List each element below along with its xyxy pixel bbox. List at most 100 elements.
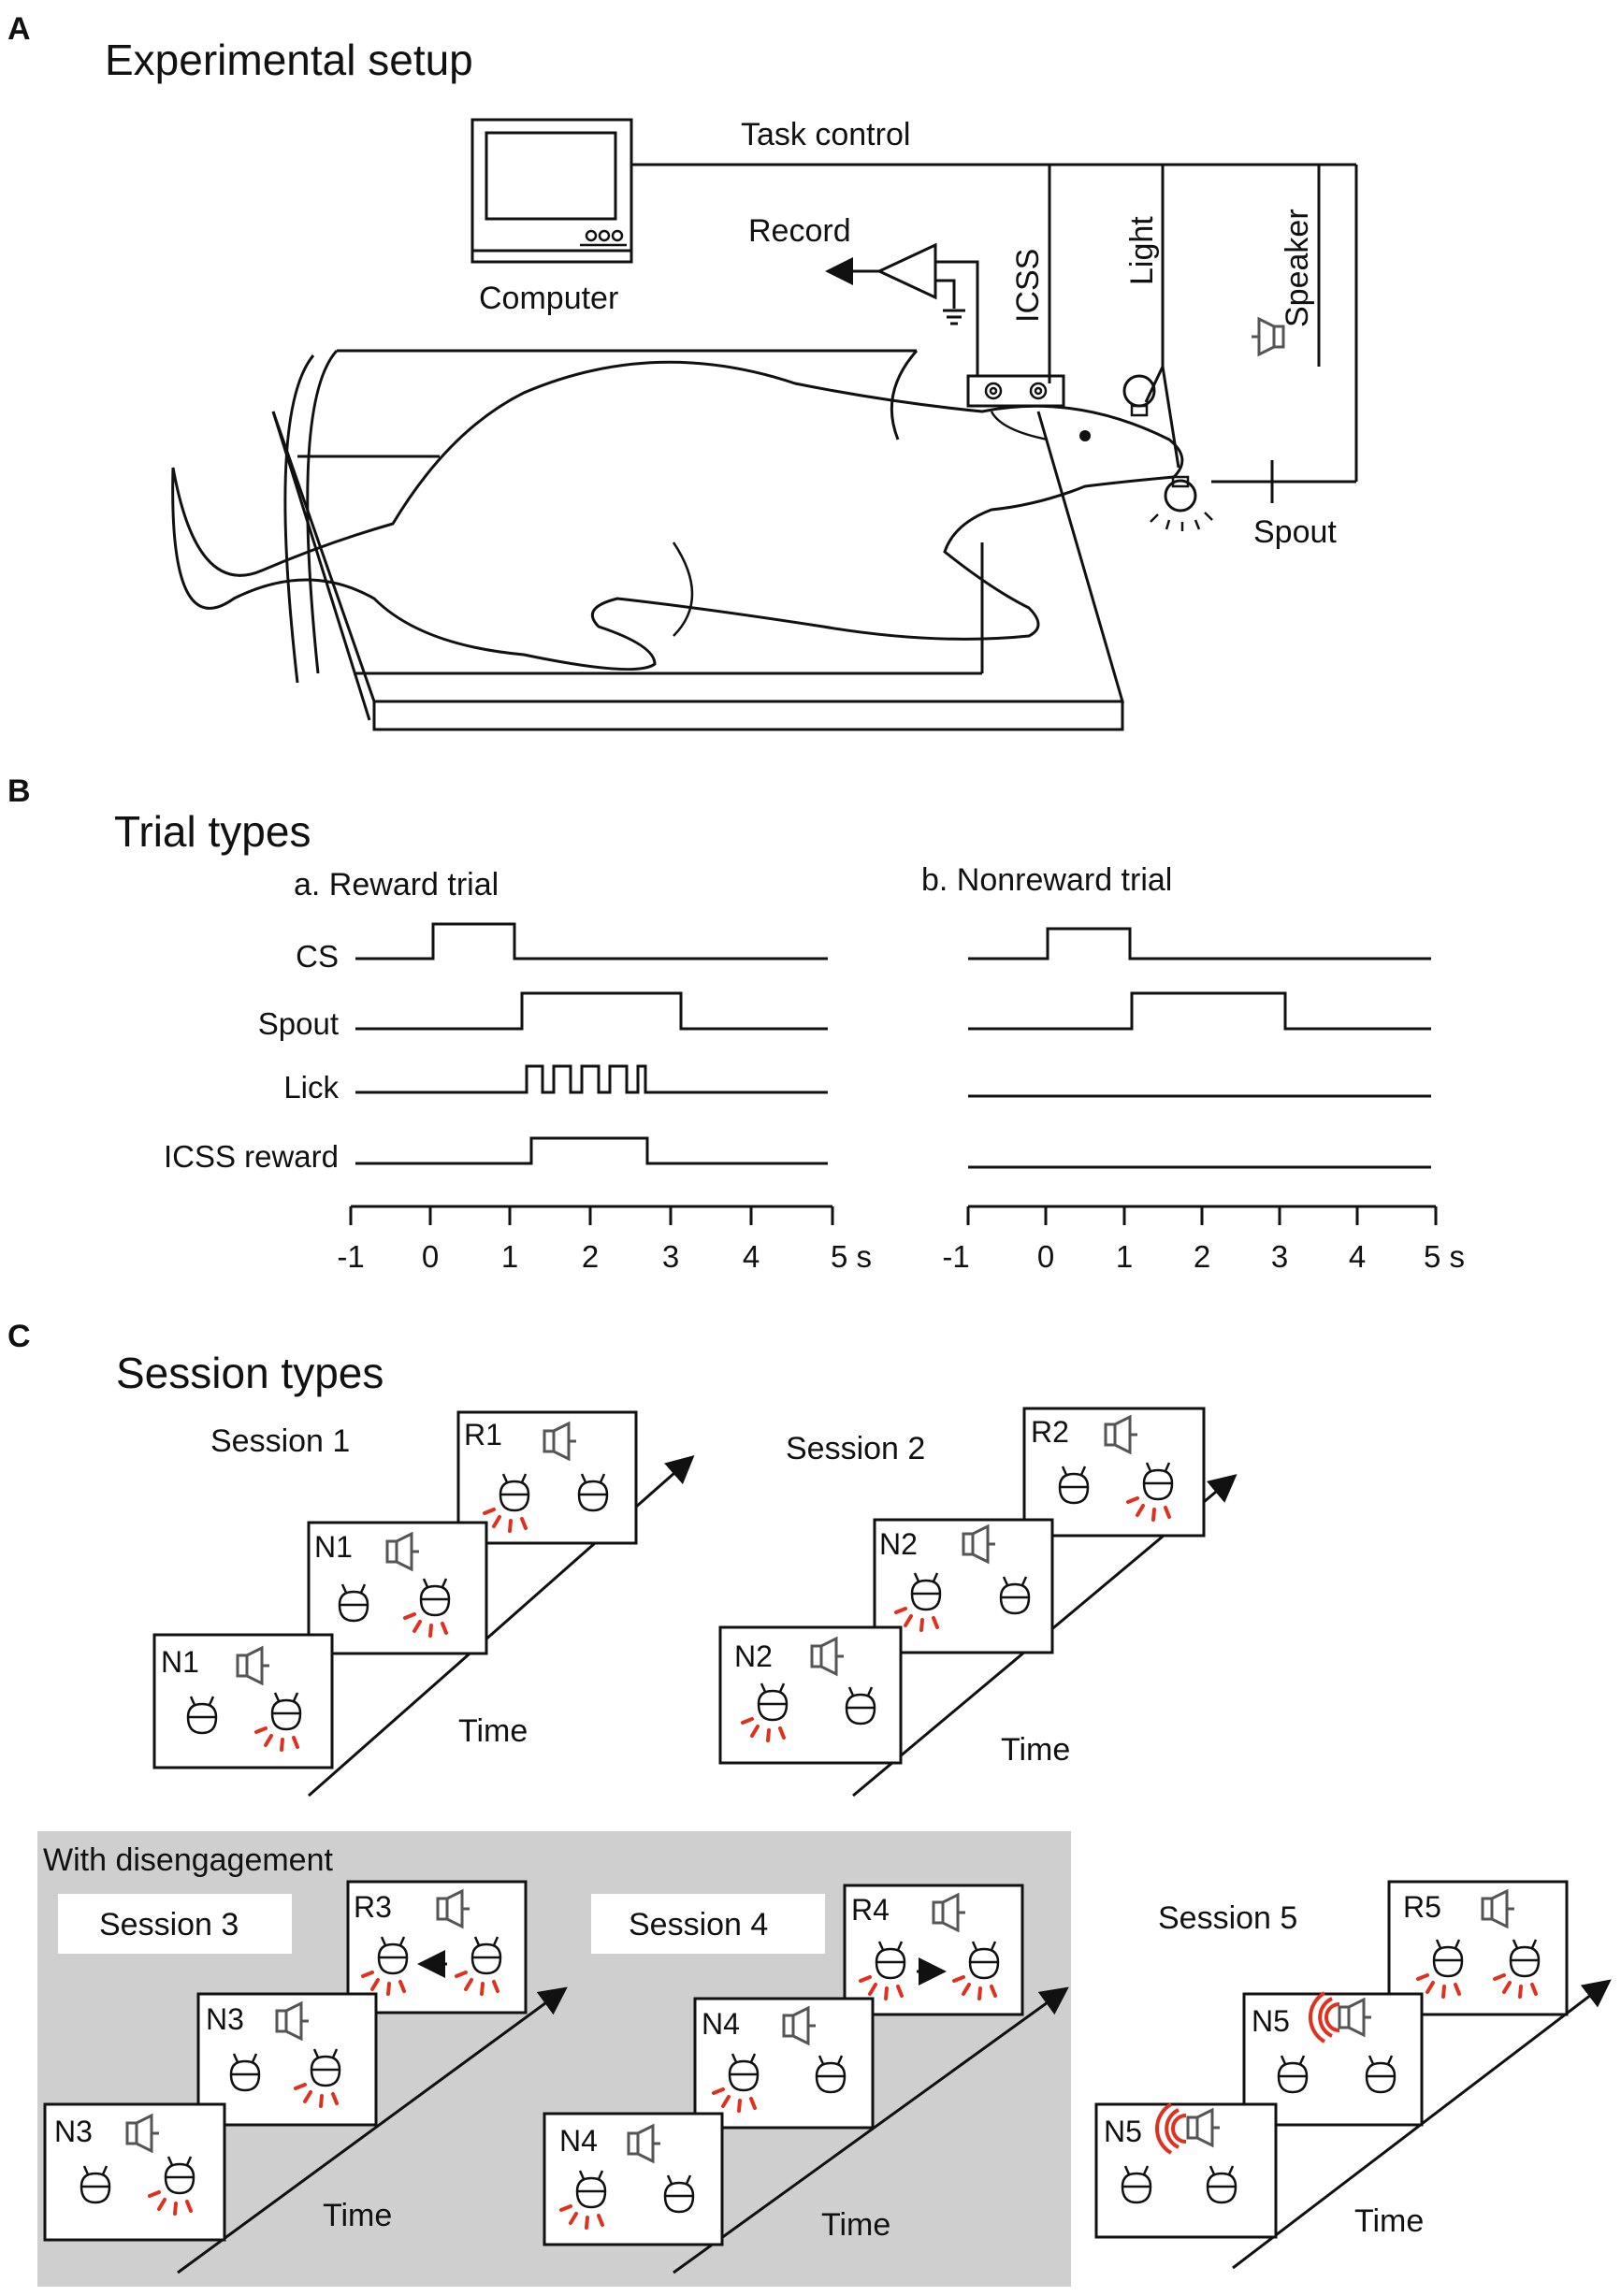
speaker-label: Speaker bbox=[1280, 209, 1315, 327]
trial-box: R2 bbox=[1022, 1407, 1206, 1538]
reward-tick-labels: -1 0 1 2 3 4 5 s bbox=[337, 1239, 872, 1274]
panel-a-title: Experimental setup bbox=[105, 36, 473, 84]
trial-box: R4 bbox=[843, 1884, 1024, 2016]
box-label: R3 bbox=[354, 1890, 392, 1924]
nonreward-tick-label: -1 bbox=[942, 1239, 969, 1274]
session-5-label: Session 5 bbox=[1158, 1900, 1297, 1936]
box-label: N3 bbox=[54, 2115, 93, 2148]
session-3: Session 3 Time R3 N3 bbox=[43, 1880, 568, 2274]
trial-box: N1 bbox=[307, 1521, 488, 1655]
reward-tick-label: 4 bbox=[743, 1239, 760, 1274]
trial-box: N2 bbox=[873, 1518, 1054, 1654]
trial-box: N5 bbox=[1094, 2102, 1278, 2239]
session-4: Session 4 Time R4 N4 bbox=[543, 1884, 1069, 2274]
trial-box: N4 bbox=[693, 1997, 875, 2130]
session-3-label-box bbox=[58, 1894, 292, 1954]
reward-tick-label: 2 bbox=[582, 1239, 599, 1274]
signal-label-icss-reward: ICSS reward bbox=[164, 1139, 339, 1174]
disengagement-label: With disengagement bbox=[43, 1842, 334, 1878]
light-label: Light bbox=[1124, 216, 1160, 285]
box-label: N5 bbox=[1104, 2115, 1142, 2148]
panel-c-title: Session types bbox=[116, 1349, 384, 1397]
reward-lick-trace bbox=[355, 1064, 828, 1094]
record-label: Record bbox=[748, 213, 851, 249]
time-label: Time bbox=[821, 2207, 890, 2243]
time-label: Time bbox=[323, 2198, 392, 2233]
reward-tick-label: 1 bbox=[501, 1239, 518, 1274]
time-label: Time bbox=[1354, 2203, 1424, 2239]
box-label: R4 bbox=[851, 1893, 890, 1927]
trial-box: N4 bbox=[543, 2112, 724, 2246]
panel-c: C Session types With disengagement Sessi… bbox=[7, 1319, 1612, 2287]
nonreward-trial-traces bbox=[968, 927, 1431, 1169]
time-label: Time bbox=[458, 1713, 528, 1749]
session-5: Session 5 Time R5 N5 bbox=[1094, 1880, 1612, 2270]
panel-letter-a: A bbox=[7, 11, 31, 47]
rat-apparatus-drawing bbox=[171, 349, 1184, 731]
panel-letter-b: B bbox=[7, 773, 31, 809]
nonreward-tick-label: 1 bbox=[1116, 1239, 1133, 1274]
session-2-label: Session 2 bbox=[786, 1431, 925, 1466]
trial-box: R5 bbox=[1387, 1880, 1569, 2016]
trial-box: R3 bbox=[346, 1880, 528, 2014]
trial-box: N3 bbox=[43, 2102, 226, 2242]
reward-tick-label: 3 bbox=[662, 1239, 679, 1274]
panel-b: B Trial types a. Reward trial b. Nonrewa… bbox=[7, 773, 1465, 1274]
box-label: N4 bbox=[702, 2007, 740, 2041]
light-bulb-icon bbox=[1122, 374, 1213, 531]
box-label: N5 bbox=[1252, 2004, 1290, 2038]
box-label: N3 bbox=[206, 2002, 244, 2036]
icss-label: ICSS bbox=[1010, 249, 1046, 323]
reward-spout-trace bbox=[355, 991, 828, 1031]
reward-tick-label: 5 s bbox=[831, 1239, 872, 1274]
trial-box: N2 bbox=[718, 1625, 903, 1765]
box-label: N4 bbox=[559, 2124, 598, 2158]
task-control-wiring bbox=[631, 163, 1358, 503]
reward-icss-trace bbox=[355, 1136, 828, 1165]
nonreward-cs-trace bbox=[968, 927, 1431, 960]
session-1: Session 1 Time R1 N1 N1 bbox=[152, 1410, 695, 1798]
box-label: R2 bbox=[1031, 1415, 1069, 1449]
box-label: N2 bbox=[879, 1527, 918, 1561]
nonreward-time-axis bbox=[966, 1205, 1438, 1225]
reward-cs-trace bbox=[355, 922, 828, 960]
nonreward-tick-labels: -1 0 1 2 3 4 5 s bbox=[942, 1239, 1465, 1274]
box-label: N2 bbox=[734, 1639, 773, 1673]
reward-trial-traces bbox=[355, 922, 828, 1165]
panel-a: A Experimental setup Computer Task contr… bbox=[7, 11, 1358, 731]
nonreward-tick-label: 3 bbox=[1271, 1239, 1288, 1274]
panel-letter-c: C bbox=[7, 1319, 31, 1354]
nonreward-tick-label: 2 bbox=[1194, 1239, 1210, 1274]
session-4-label: Session 4 bbox=[629, 1907, 768, 1942]
task-control-label: Task control bbox=[741, 117, 910, 152]
reward-trial-title: a. Reward trial bbox=[294, 867, 499, 903]
box-label: N1 bbox=[314, 1530, 353, 1564]
nonreward-tick-label: 4 bbox=[1349, 1239, 1366, 1274]
reward-time-axis bbox=[349, 1205, 834, 1225]
speaker-icon bbox=[1250, 317, 1285, 356]
trial-box: N3 bbox=[196, 1992, 378, 2127]
time-arrow bbox=[673, 1986, 1069, 2274]
signal-label-spout: Spout bbox=[258, 1006, 339, 1041]
box-label: R5 bbox=[1403, 1890, 1441, 1924]
reward-tick-label: 0 bbox=[422, 1239, 439, 1274]
box-label: N1 bbox=[161, 1645, 199, 1679]
time-arrow bbox=[177, 1986, 568, 2274]
trial-box: N1 bbox=[152, 1633, 334, 1769]
signal-label-cs: CS bbox=[296, 939, 339, 974]
signal-label-lick: Lick bbox=[283, 1070, 339, 1105]
reward-tick-label: -1 bbox=[337, 1239, 364, 1274]
panel-b-title: Trial types bbox=[114, 807, 311, 856]
session-2: Session 2 Time R2 N2 N2 bbox=[718, 1407, 1237, 1798]
nonreward-tick-label: 5 s bbox=[1424, 1239, 1465, 1274]
record-amplifier-icon bbox=[825, 242, 979, 376]
nonreward-spout-trace bbox=[968, 991, 1431, 1031]
computer-icon bbox=[470, 118, 633, 264]
nonreward-trial-title: b. Nonreward trial bbox=[921, 862, 1172, 898]
computer-label: Computer bbox=[479, 281, 618, 316]
time-label: Time bbox=[1001, 1732, 1070, 1768]
sound-waves-icon bbox=[1154, 2102, 1187, 2155]
box-label: R1 bbox=[464, 1418, 502, 1451]
session-1-label: Session 1 bbox=[210, 1423, 350, 1459]
